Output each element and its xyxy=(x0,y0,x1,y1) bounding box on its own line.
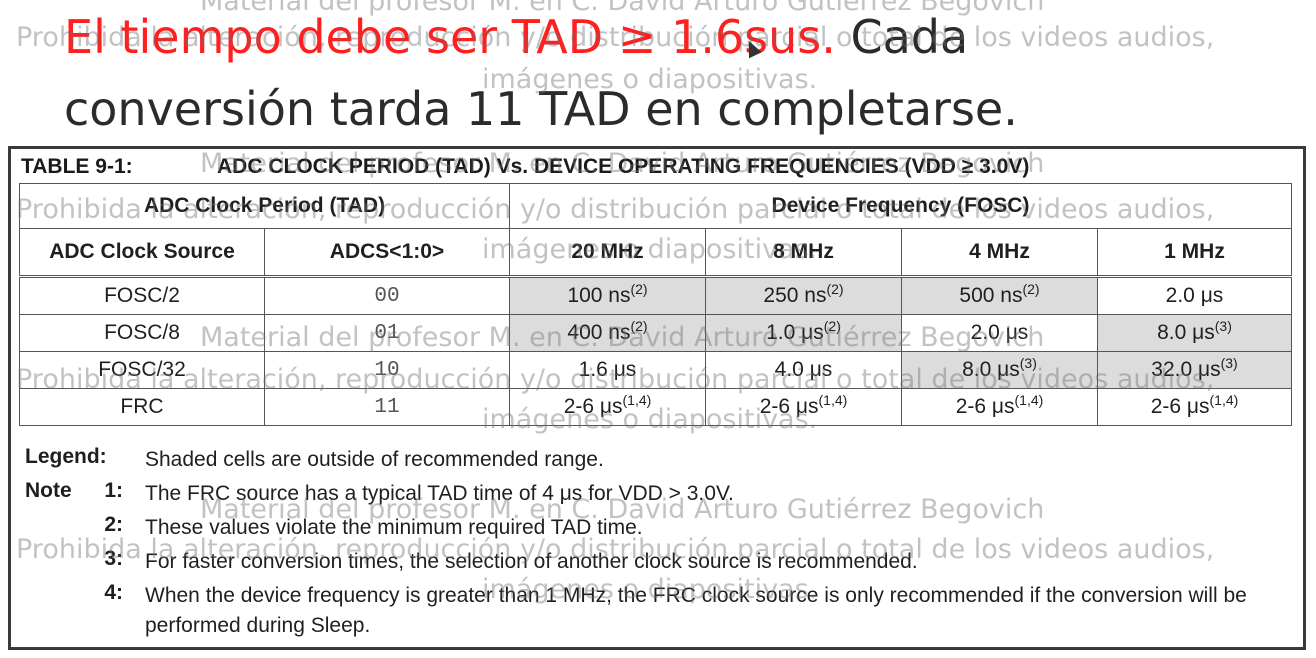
tad-value-cell: 1.6 μs xyxy=(509,351,706,389)
tad-value-cell: 400 ns(2) xyxy=(509,314,706,352)
adcs-code-cell: 10 xyxy=(264,351,510,389)
tad-value-cell: 2-6 μs(1,4) xyxy=(901,388,1098,426)
tad-value: 2-6 μs xyxy=(759,395,819,418)
tad-value: 400 ns xyxy=(567,321,631,344)
tad-value-cell: 500 ns(2) xyxy=(901,276,1098,315)
note-text: When the device frequency is greater tha… xyxy=(145,584,1247,637)
note-text: These values violate the minimum require… xyxy=(145,516,643,539)
note-number: 2: xyxy=(104,513,123,536)
footnote-ref: (3) xyxy=(1214,318,1232,334)
title-continuation: Cada xyxy=(835,10,969,64)
tad-value-cell: 4.0 μs xyxy=(705,351,902,389)
slide-title-line-1: El tiempo debe ser TAD ≥ 1.6sus. Cada xyxy=(64,14,968,60)
note-number: 1: xyxy=(104,479,123,502)
footnote-ref: (3) xyxy=(1220,355,1238,371)
tad-value: 2.0 μs xyxy=(970,321,1029,344)
tad-value: 8.0 μs xyxy=(1157,321,1215,344)
tad-value: 2-6 μs xyxy=(563,395,623,418)
adc-clock-table-figure: TABLE 9-1: ADC CLOCK PERIOD (TAD) Vs. DEV… xyxy=(8,146,1306,650)
column-header: 20 MHz xyxy=(509,228,706,278)
adc-clock-table: ADC Clock Period (TAD) Device Frequency … xyxy=(19,183,1292,426)
table-legend: Legend: Shaded cells are outside of reco… xyxy=(25,445,1295,651)
tad-value: 100 ns xyxy=(567,284,631,307)
tad-value: 1.6 μs xyxy=(578,358,637,381)
slide-title-line-2: conversión tarda 11 TAD en completarse. xyxy=(64,82,1018,136)
tad-value-cell: 250 ns(2) xyxy=(705,276,902,315)
footnote-ref: (2) xyxy=(630,281,648,297)
column-header: ADCS<1:0> xyxy=(264,228,510,278)
tad-value-cell: 8.0 μs(3) xyxy=(901,351,1098,389)
footnote-ref: (1,4) xyxy=(622,392,652,408)
footnote-ref: (1,4) xyxy=(1014,392,1044,408)
footnote-ref: (2) xyxy=(1022,281,1040,297)
column-header: 8 MHz xyxy=(705,228,902,278)
group-header-period: ADC Clock Period (TAD) xyxy=(19,183,510,229)
legend-row: Legend: Shaded cells are outside of reco… xyxy=(25,445,1295,479)
clock-source-cell: FRC xyxy=(19,388,265,426)
adcs-code-cell: 01 xyxy=(264,314,510,352)
legend-text: Shaded cells are outside of recommended … xyxy=(145,448,604,471)
tad-value-cell: 2-6 μs(1,4) xyxy=(705,388,902,426)
note-number: 3: xyxy=(104,547,123,570)
title-highlight: El tiempo debe ser TAD ≥ 1.6sus. xyxy=(64,10,836,64)
column-header: 4 MHz xyxy=(901,228,1098,278)
footnote-ref: (2) xyxy=(823,318,841,334)
tad-value: 2-6 μs xyxy=(1150,395,1210,418)
footnote-ref: (2) xyxy=(630,318,648,334)
tad-value: 4.0 μs xyxy=(774,358,833,381)
table-caption-text: ADC CLOCK PERIOD (TAD) Vs. DEVICE OPERAT… xyxy=(217,155,1030,178)
tad-value-cell: 2.0 μs xyxy=(901,314,1098,352)
adcs-code-cell: 00 xyxy=(264,276,510,315)
group-header-frequency: Device Frequency (FOSC) xyxy=(509,183,1292,229)
footnote-ref: (3) xyxy=(1019,355,1037,371)
tad-value: 500 ns xyxy=(959,284,1023,307)
note-text: The FRC source has a typical TAD time of… xyxy=(145,482,734,505)
footnote-ref: (2) xyxy=(826,281,844,297)
tad-value: 8.0 μs xyxy=(962,358,1020,381)
table-caption: TABLE 9-1: ADC CLOCK PERIOD (TAD) Vs. DEV… xyxy=(21,155,1029,179)
note-text: For faster conversion times, the selecti… xyxy=(145,550,918,573)
footnote-ref: (1,4) xyxy=(818,392,848,408)
tad-value: 250 ns xyxy=(763,284,827,307)
note-item: Note 1: The FRC source has a typical TAD t… xyxy=(25,479,1295,513)
tad-value-cell: 8.0 μs(3) xyxy=(1097,314,1292,352)
tad-value-cell: 1.0 μs(2) xyxy=(705,314,902,352)
tad-value-cell: 2.0 μs xyxy=(1097,276,1292,315)
clock-source-cell: FOSC/32 xyxy=(19,351,265,389)
column-header: ADC Clock Source xyxy=(19,228,265,278)
adcs-code-cell: 11 xyxy=(264,388,510,426)
tad-value: 32.0 μs xyxy=(1151,358,1221,381)
clock-source-cell: FOSC/2 xyxy=(19,276,265,315)
note-label: Note xyxy=(25,479,72,502)
legend-label: Legend: xyxy=(25,445,107,468)
column-header: 1 MHz xyxy=(1097,228,1292,278)
note-item: 4: When the device frequency is greater t… xyxy=(25,581,1295,651)
tad-value-cell: 2-6 μs(1,4) xyxy=(1097,388,1292,426)
note-number: 4: xyxy=(104,581,123,604)
tad-value-cell: 32.0 μs(3) xyxy=(1097,351,1292,389)
table-number: TABLE 9-1: xyxy=(21,155,133,178)
tad-value: 1.0 μs xyxy=(766,321,824,344)
tad-value: 2.0 μs xyxy=(1165,284,1224,307)
tad-value-cell: 100 ns(2) xyxy=(509,276,706,315)
footnote-ref: (1,4) xyxy=(1209,392,1239,408)
note-item: 2: These values violate the minimum requi… xyxy=(25,513,1295,547)
note-item: 3: For faster conversion times, the selec… xyxy=(25,547,1295,581)
tad-value-cell: 2-6 μs(1,4) xyxy=(509,388,706,426)
tad-value: 2-6 μs xyxy=(955,395,1015,418)
clock-source-cell: FOSC/8 xyxy=(19,314,265,352)
